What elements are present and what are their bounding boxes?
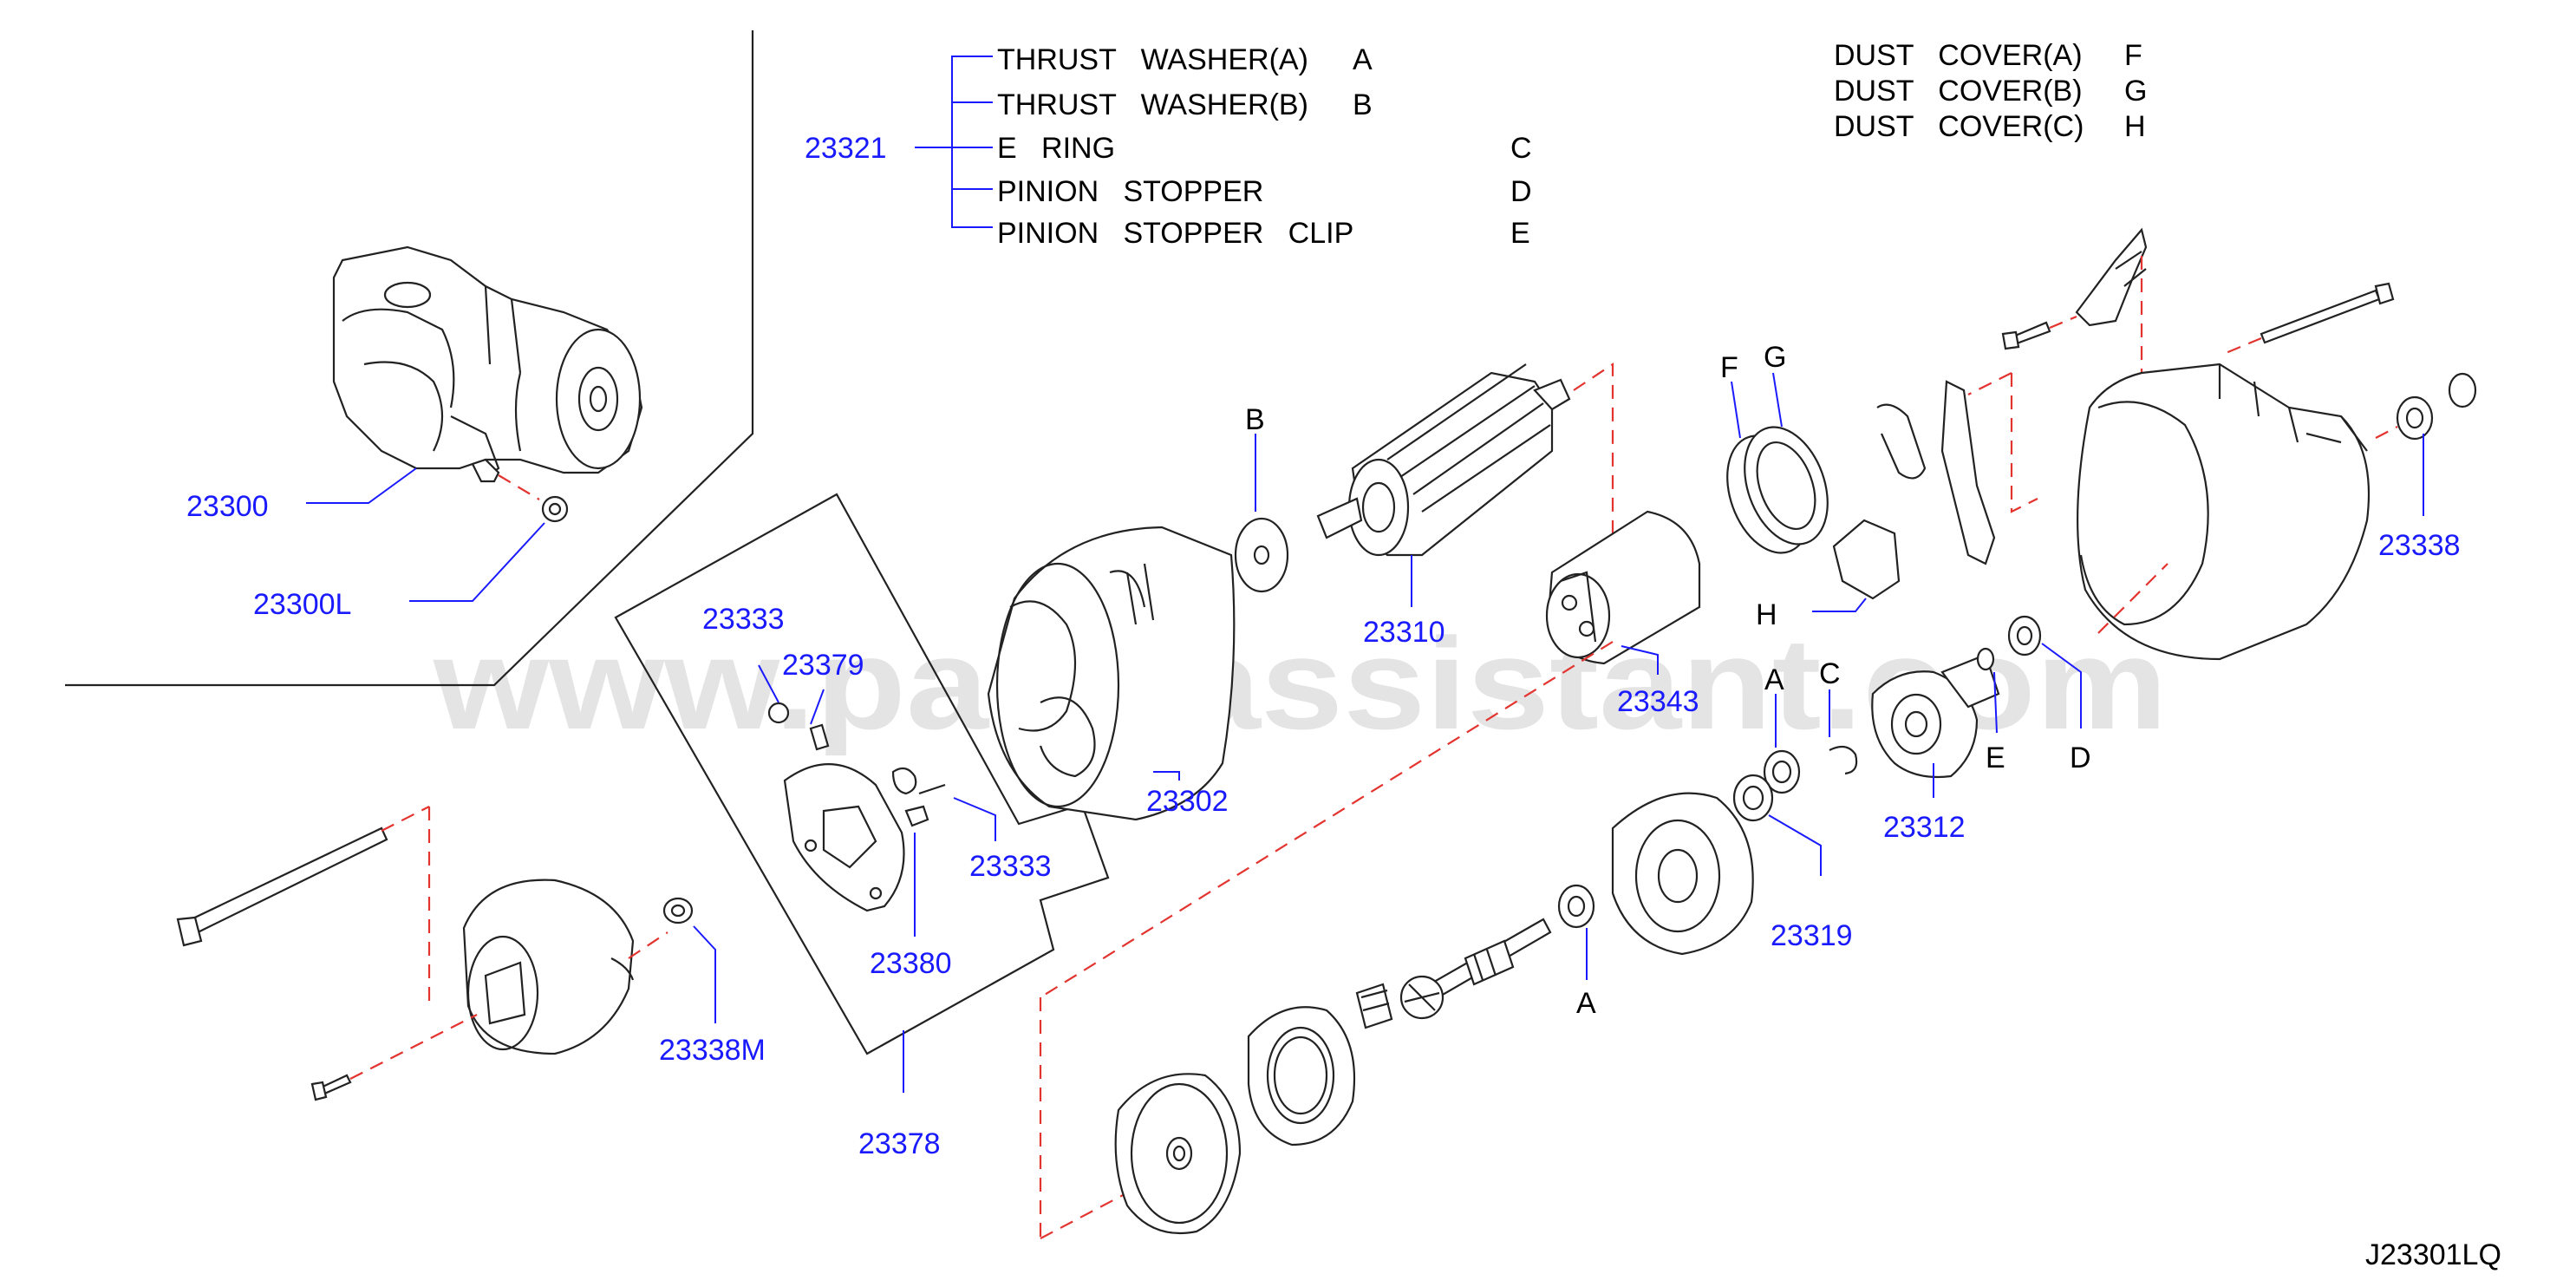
letter-label-A[interactable]: A <box>1576 987 1596 1020</box>
pinion-stopper-clip <box>1976 647 1995 671</box>
overrunning-clutch <box>1611 792 1754 956</box>
seal-ring <box>2448 372 2477 408</box>
part-label-23338[interactable]: 23338 <box>2378 529 2461 562</box>
dust-cover-f-g <box>1726 426 1829 554</box>
front-housing <box>2077 363 2371 661</box>
shift-lever <box>1876 380 1996 565</box>
part-label-23319[interactable]: 23319 <box>1771 919 1853 952</box>
center-bracket <box>1114 1073 1242 1235</box>
legend-item-name: E RING <box>997 132 1115 165</box>
letter-label-G[interactable]: G <box>1764 341 1786 374</box>
legend-item-name: DUST COVER(C) <box>1834 110 2084 143</box>
bush-23338M <box>662 897 694 924</box>
legend-item-name: DUST COVER(A) <box>1834 39 2083 72</box>
thrust-washer-b <box>1234 517 1289 593</box>
legend-item-name: PINION STOPPER <box>997 175 1263 208</box>
letter-label-F[interactable]: F <box>1720 351 1738 384</box>
clutch-washer <box>1732 774 1774 822</box>
through-bolt-front <box>2260 282 2395 344</box>
legend-item-code: D <box>1510 175 1532 208</box>
legend-item-code: E <box>1510 217 1530 250</box>
part-label-23333[interactable]: 23333 <box>702 603 785 636</box>
nut-23333 <box>767 702 790 724</box>
letter-label-D[interactable]: D <box>2070 741 2091 774</box>
letter-label-C[interactable]: C <box>1819 657 1841 690</box>
legend-item-code: B <box>1353 88 1373 121</box>
part-label-23378[interactable]: 23378 <box>858 1127 941 1160</box>
bracket-screw <box>2001 321 2051 350</box>
legend-item-code: A <box>1353 43 1373 76</box>
armature <box>1316 363 1571 557</box>
brush-holder-plate <box>783 763 905 912</box>
part-label-23321[interactable]: 23321 <box>805 132 887 165</box>
letter-label-E[interactable]: E <box>1986 741 2005 774</box>
pinion-shaft <box>1399 918 1552 1020</box>
pinion-stopper <box>2007 615 2042 657</box>
part-label-23312[interactable]: 23312 <box>1883 811 1966 844</box>
part-label-23379[interactable]: 23379 <box>782 649 864 682</box>
assembly-inset-frame <box>65 30 754 687</box>
internal-gear <box>1247 1006 1356 1147</box>
brush-holder-group-frame <box>614 493 1110 1055</box>
legend-group-23321: 23321 THRUST WASHER(A) A THRUST WASHER(B… <box>805 43 1532 250</box>
part-label-23343[interactable]: 23343 <box>1617 685 1699 718</box>
letter-label-H[interactable]: H <box>1756 598 1777 631</box>
legend-item-code: H <box>2124 110 2146 143</box>
part-label-23300[interactable]: 23300 <box>186 490 269 523</box>
bracket <box>2075 227 2148 327</box>
bush-23338 <box>2396 395 2434 441</box>
part-label-23338M[interactable]: 23338M <box>659 1034 766 1067</box>
legend-item-name: PINION STOPPER CLIP <box>997 217 1353 250</box>
legend-item-code: G <box>2124 75 2147 108</box>
legend-item-code: F <box>2124 39 2142 72</box>
legend-item-code: C <box>1510 132 1532 165</box>
thrust-washer-a-upper <box>1763 749 1801 794</box>
legend-item-name: THRUST WASHER(B) <box>997 88 1308 121</box>
gear-set <box>1355 983 1393 1029</box>
part-label-23380[interactable]: 23380 <box>870 947 952 980</box>
through-bolt-rear <box>176 826 388 947</box>
letter-label-A[interactable]: A <box>1764 663 1784 696</box>
e-ring <box>1829 745 1858 775</box>
thrust-washer-a-lower <box>1557 884 1595 929</box>
rear-cover <box>462 879 635 1055</box>
yoke-field-coil <box>987 526 1236 821</box>
legend-item-name: DUST COVER(B) <box>1834 75 2083 108</box>
part-label-23333[interactable]: 23333 <box>969 850 1052 883</box>
starter-assembly-drawing <box>332 245 643 523</box>
solenoid-switch <box>1545 510 1701 665</box>
letter-label-B[interactable]: B <box>1245 403 1265 436</box>
part-label-23300L[interactable]: 23300L <box>253 588 351 621</box>
legend-dust-covers: DUST COVER(A) F DUST COVER(B) G DUST COV… <box>1834 39 2147 143</box>
dust-cover-h <box>1832 519 1901 600</box>
part-label-23302[interactable]: 23302 <box>1146 785 1229 818</box>
legend-item-name: THRUST WASHER(A) <box>997 43 1308 76</box>
screw-rear <box>310 1074 352 1101</box>
diagram-code: J23301LQ <box>2365 1238 2501 1271</box>
part-label-23310[interactable]: 23310 <box>1363 616 1445 649</box>
